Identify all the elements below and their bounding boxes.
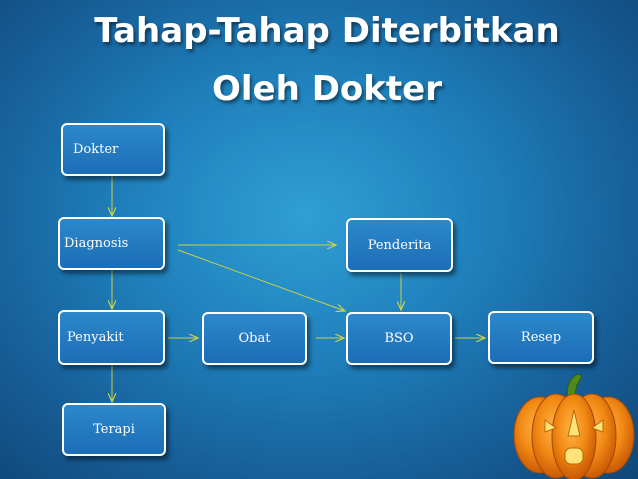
node-dokter: Dokter [61,123,165,176]
slide-title-line-1: Tahap-Tahap Diterbitkan [94,11,560,51]
node-resep: Resep [488,311,594,364]
node-resep-label: Resep [520,330,562,345]
node-penyakit: Penyakit [58,310,165,365]
node-bso: BSO [346,312,452,365]
slide-title-line-2: Oleh Dokter [212,69,442,109]
arrow-diagnosis-bso [177,249,345,311]
node-penderita: Penderita [346,218,453,272]
node-penderita-label: Penderita [367,237,432,253]
node-dokter-label: Dokter [73,142,119,157]
node-terapi: Terapi [62,403,166,456]
node-diagnosis-label: Diagnosis [64,236,129,251]
node-penyakit-label: Penyakit [67,330,124,345]
node-terapi-label: Terapi [93,422,135,437]
node-bso-label: BSO [384,331,414,346]
node-diagnosis: Diagnosis [58,217,165,270]
node-obat-label: Obat [238,331,271,346]
node-obat: Obat [202,312,307,365]
